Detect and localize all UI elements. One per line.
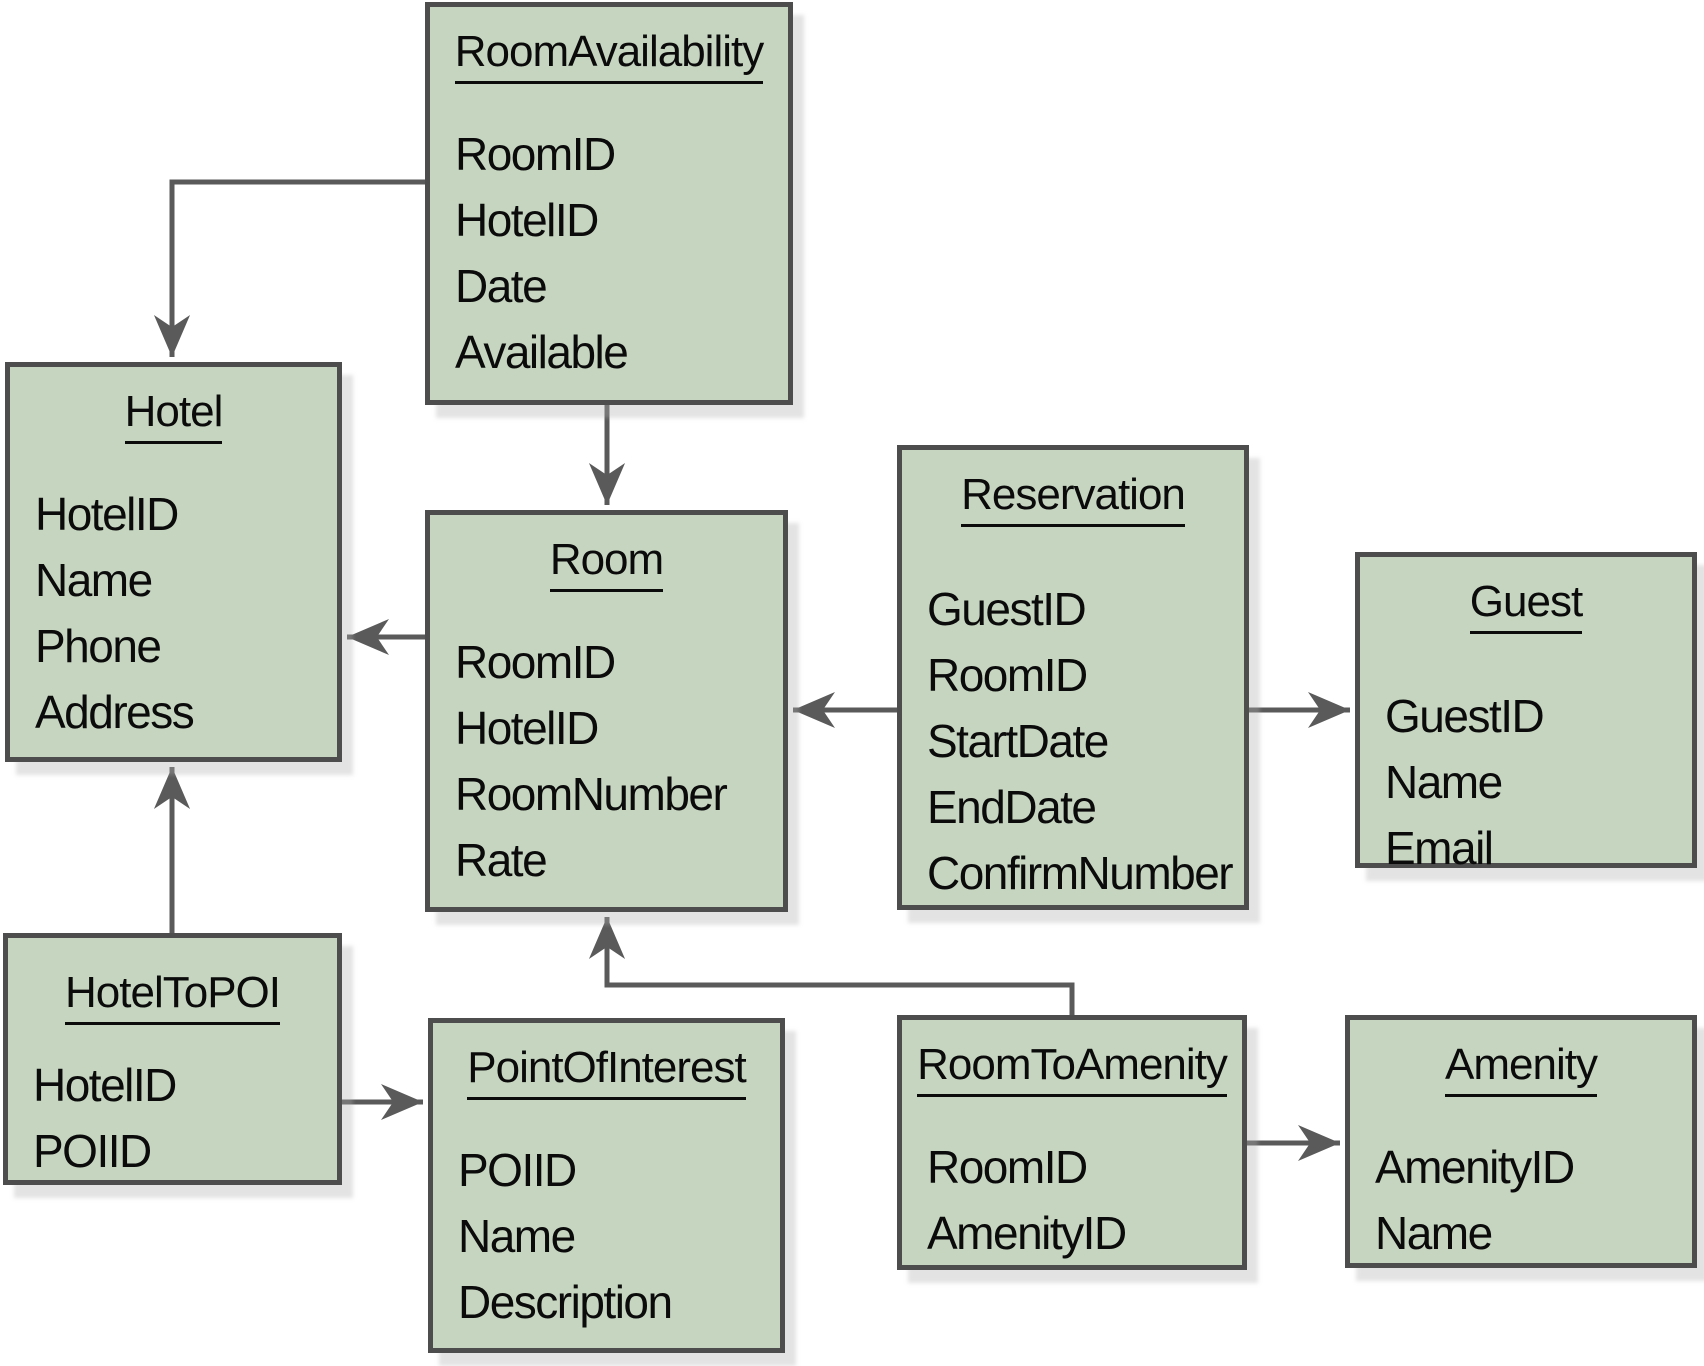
entity-field: Email: [1385, 822, 1494, 874]
entity-field: Description: [458, 1276, 673, 1328]
entity-title: PointOfInterest: [433, 1043, 780, 1100]
entity-field: Rate: [455, 834, 548, 886]
entity-field: Address: [35, 686, 195, 738]
entity-field-list: HotelID Name Phone Address: [35, 481, 331, 745]
entity-title-text: Amenity: [1445, 1040, 1598, 1097]
entity-field-list: GuestID Name Email: [1385, 683, 1686, 881]
entity-title: Amenity: [1350, 1040, 1692, 1097]
entity-title: Guest: [1360, 577, 1692, 634]
entity-title: HotelToPOI: [8, 968, 337, 1025]
entity-title-text: HotelToPOI: [65, 968, 281, 1025]
arrow-roomtoamenity-to-room: [588, 917, 1075, 1015]
entity-field: RoomID: [455, 636, 616, 688]
entity-title: RoomToAmenity: [902, 1040, 1242, 1097]
entity-field-list: AmenityID Name: [1375, 1134, 1686, 1266]
entity-field: ConfirmNumber: [927, 847, 1234, 899]
entity-amenity: Amenity AmenityID Name: [1345, 1015, 1697, 1268]
entity-field: Date: [455, 260, 548, 312]
entity-field: Name: [35, 554, 153, 606]
entity-field: GuestID: [1385, 690, 1545, 742]
arrow-roomavailability-to-hotel: [153, 179, 425, 357]
entity-field: Available: [455, 326, 629, 378]
entity-hotel-to-poi: HotelToPOI HotelID POIID: [3, 933, 342, 1185]
entity-field: AmenityID: [927, 1207, 1127, 1259]
entity-title-text: Hotel: [124, 387, 223, 444]
entity-field: StartDate: [927, 715, 1109, 767]
entity-field-list: GuestID RoomID StartDate EndDate Confirm…: [927, 576, 1238, 906]
entity-title: Room: [430, 535, 783, 592]
entity-room-to-amenity: RoomToAmenity RoomID AmenityID: [897, 1015, 1247, 1270]
entity-field-list: HotelID POIID: [33, 1052, 331, 1184]
entity-field: HotelID: [455, 194, 599, 246]
entity-field: HotelID: [455, 702, 599, 754]
entity-field: HotelID: [33, 1059, 177, 1111]
entity-title: RoomAvailability: [430, 27, 788, 84]
entity-field-list: RoomID HotelID RoomNumber Rate: [455, 629, 777, 893]
entity-field: Name: [458, 1210, 576, 1262]
entity-hotel: Hotel HotelID Name Phone Address: [5, 362, 342, 762]
entity-field: EndDate: [927, 781, 1097, 833]
entity-field: AmenityID: [1375, 1141, 1575, 1193]
entity-guest: Guest GuestID Name Email: [1355, 552, 1697, 874]
entity-title: Hotel: [10, 387, 337, 444]
entity-title-text: Room: [549, 535, 664, 592]
entity-field: Phone: [35, 620, 162, 672]
entity-title-text: RoomToAmenity: [917, 1040, 1228, 1097]
entity-field: RoomID: [927, 1141, 1088, 1193]
entity-field: POIID: [33, 1125, 152, 1177]
entity-point-of-interest: PointOfInterest POIID Name Description: [428, 1018, 785, 1353]
entity-title-text: Reservation: [961, 470, 1186, 527]
entity-field: Name: [1385, 756, 1503, 808]
entity-field: RoomID: [455, 128, 616, 180]
entity-title-text: PointOfInterest: [467, 1043, 747, 1100]
entity-field: RoomNumber: [455, 768, 728, 820]
entity-title: Reservation: [902, 470, 1244, 527]
entity-field-list: RoomID AmenityID: [927, 1134, 1236, 1266]
entity-room: Room RoomID HotelID RoomNumber Rate: [425, 510, 788, 912]
entity-field: Name: [1375, 1207, 1493, 1259]
entity-field: POIID: [458, 1144, 577, 1196]
entity-field: RoomID: [927, 649, 1088, 701]
entity-field-list: POIID Name Description: [458, 1137, 774, 1335]
entity-reservation: Reservation GuestID RoomID StartDate End…: [897, 445, 1249, 910]
entity-field: HotelID: [35, 488, 179, 540]
entity-field-list: RoomID HotelID Date Available: [455, 121, 782, 385]
entity-room-availability: RoomAvailability RoomID HotelID Date Ava…: [425, 2, 793, 405]
entity-field: GuestID: [927, 583, 1087, 635]
entity-title-text: Guest: [1469, 577, 1583, 634]
entity-title-text: RoomAvailability: [454, 27, 764, 84]
